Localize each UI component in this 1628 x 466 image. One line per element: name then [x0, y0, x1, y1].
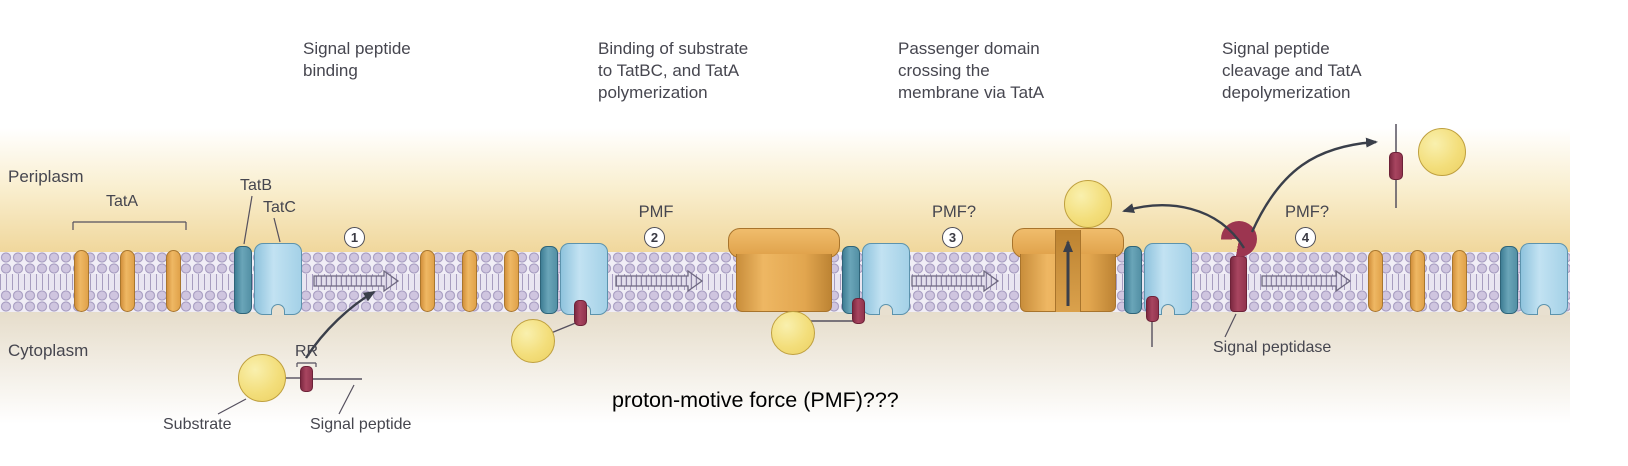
tatC-notch — [271, 304, 285, 315]
tatA-polymer-body — [736, 254, 832, 312]
tatA-protein — [1452, 250, 1467, 312]
tatC-label: TatC — [263, 199, 296, 216]
tatA-polymer-channel-open — [1012, 228, 1124, 312]
tatA-polymer-cap — [728, 228, 840, 258]
substrate-ball — [511, 319, 555, 363]
tatC-protein — [1520, 243, 1568, 315]
signal-peptide — [574, 300, 587, 326]
released-substrate-ball — [1418, 128, 1466, 176]
signal-peptidase-icon — [1221, 221, 1257, 257]
tatC-protein — [862, 243, 910, 315]
substrate-ball — [771, 311, 815, 355]
stage-label-4: Signal peptide cleavage and TatA depolym… — [1222, 39, 1362, 102]
signal-peptide-label: Signal peptide — [310, 416, 412, 433]
substrate-ball-translocated — [1064, 180, 1112, 228]
tatB-protein — [1124, 246, 1142, 314]
stage-label-3: Passenger domain crossing the membrane v… — [898, 39, 1045, 102]
signal-peptide — [300, 366, 313, 392]
tatA-polymer-channel-closed — [728, 228, 840, 312]
tatA-protein — [74, 250, 89, 312]
tatC-protein — [254, 243, 302, 315]
stage-label-2: Binding of substrate to TatBC, and TatA … — [598, 39, 749, 102]
cleaved-signal-peptide — [1389, 152, 1403, 180]
step-number-1: 1 — [344, 227, 365, 248]
tatA-protein — [120, 250, 135, 312]
signal-peptide — [1146, 296, 1159, 322]
substrate-label: Substrate — [163, 416, 232, 433]
periplasm-label: Periplasm — [8, 167, 84, 186]
tatA-protein — [504, 250, 519, 312]
tatB-protein — [1500, 246, 1518, 314]
tatB-protein — [842, 246, 860, 314]
pmf-label-3: PMF? — [931, 203, 976, 221]
tatC-notch — [1161, 304, 1175, 315]
step-number-3: 3 — [942, 227, 963, 248]
pmf-label-2: PMF — [638, 203, 674, 221]
pmf-label-4: PMF? — [1284, 203, 1329, 221]
rr-motif-label: RR — [295, 343, 319, 360]
stage-label-1: Signal peptide binding — [303, 39, 411, 80]
signal-peptidase-label: Signal peptidase — [1213, 339, 1332, 356]
signal-peptide — [852, 298, 865, 324]
tatA-label: TatA — [106, 193, 139, 210]
tatA-protein — [1368, 250, 1383, 312]
tatA-protein — [166, 250, 181, 312]
tatA-protein — [420, 250, 435, 312]
step-number-2: 2 — [644, 227, 665, 248]
step-number-4: 4 — [1295, 227, 1316, 248]
tatB-protein — [540, 246, 558, 314]
signal-peptidase-tm-domain — [1230, 256, 1247, 312]
cytoplasm-label: Cytoplasm — [8, 341, 89, 360]
tatA-protein — [1410, 250, 1425, 312]
pmf-annotation: proton-motive force (PMF)??? — [612, 388, 899, 412]
tatB-protein — [234, 246, 252, 314]
tatA-protein — [462, 250, 477, 312]
tatB-label: TatB — [240, 177, 273, 194]
substrate-ball — [238, 354, 286, 402]
tatC-notch — [1537, 304, 1551, 315]
tatC-notch — [879, 304, 893, 315]
translocation-channel — [1055, 230, 1081, 312]
